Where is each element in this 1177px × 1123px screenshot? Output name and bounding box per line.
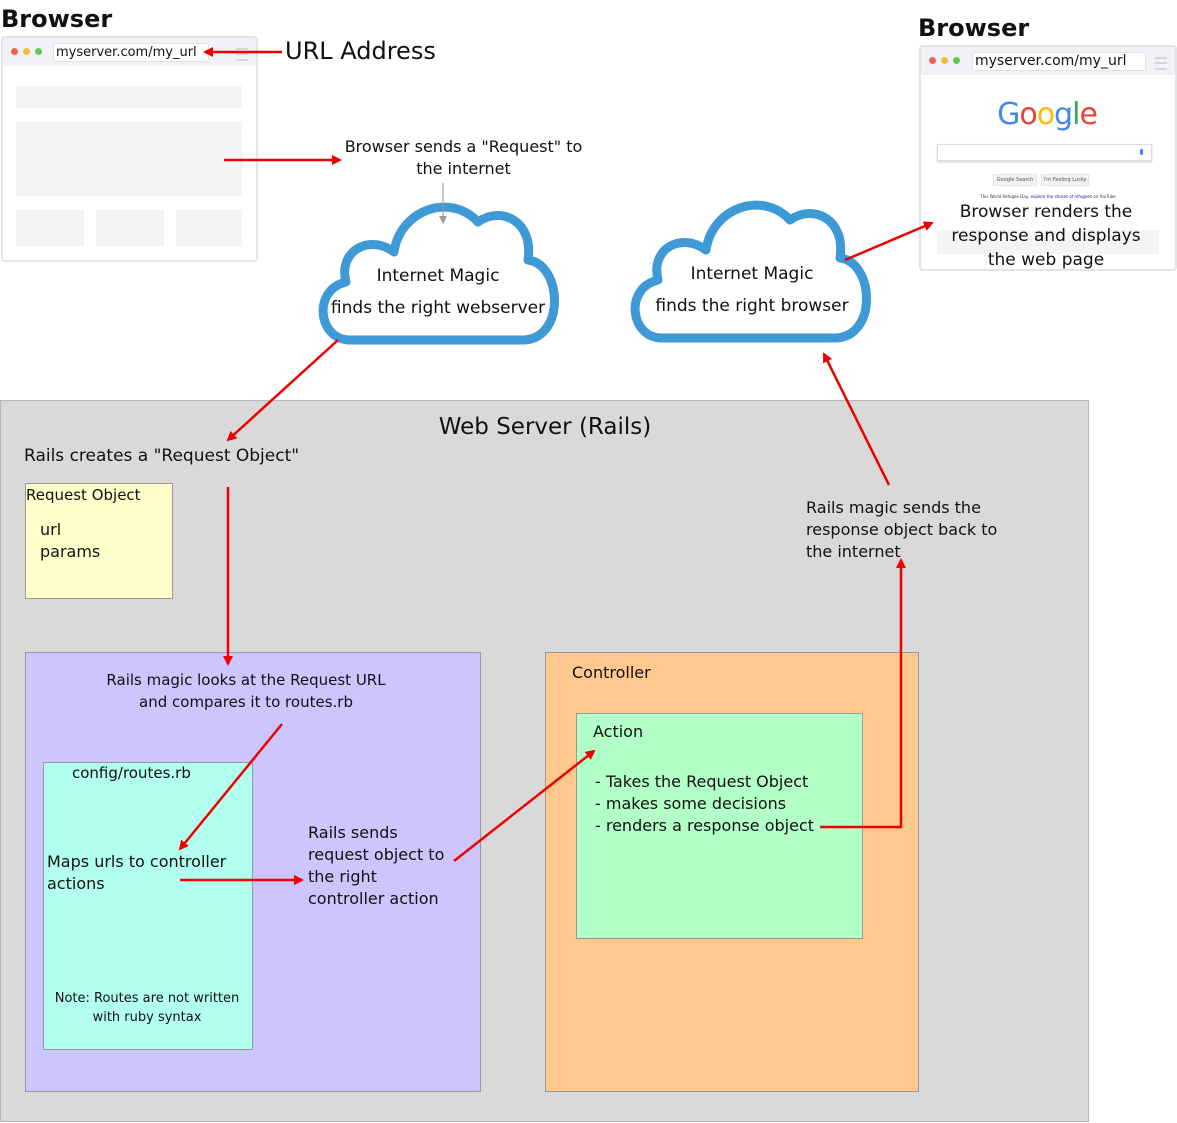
left-browser-window: myserver.com/my_url	[1, 36, 258, 262]
placeholder-bar	[16, 86, 242, 108]
footer-note-start: This World Refugee Day,	[980, 194, 1031, 199]
cloud-right-icon	[630, 200, 871, 343]
google-search-box[interactable]	[937, 144, 1152, 161]
placeholder-card	[96, 210, 164, 246]
cloud-right-line1: Internet Magic	[690, 264, 814, 284]
feeling-lucky-button[interactable]: I'm Feeling Lucky	[1041, 174, 1089, 186]
maximize-dot-icon	[35, 48, 42, 55]
logo-letter: o	[1036, 97, 1055, 132]
request-object-box	[25, 483, 173, 599]
left-browser-toolbar: myserver.com/my_url	[3, 38, 256, 66]
logo-letter: l	[1072, 97, 1080, 132]
google-footer-note: This World Refugee Day, explore the stor…	[921, 194, 1175, 200]
minimize-dot-icon	[941, 57, 948, 64]
action-step: - Takes the Request Object	[595, 772, 809, 791]
sends-caption: Rails sends request object to the right …	[308, 823, 445, 908]
routes-file-body: Maps urls to controller actions	[47, 852, 227, 893]
logo-letter: e	[1079, 97, 1097, 132]
right-browser-toolbar: myserver.com/my_url	[921, 47, 1175, 75]
cloud-right-line2: finds the right browser	[655, 296, 849, 316]
cloud-left-line1: Internet Magic	[376, 266, 500, 286]
right-browser-window: myserver.com/my_url Google Google Search…	[919, 45, 1177, 271]
close-dot-icon	[929, 57, 936, 64]
left-url-bar[interactable]: myserver.com/my_url	[53, 43, 209, 62]
google-logo: Google	[991, 97, 1103, 132]
action-step: - makes some decisions	[595, 794, 787, 813]
routes-file-title: config/routes.rb	[72, 764, 191, 782]
placeholder-block	[16, 122, 242, 196]
routes-note: Note: Routes are not written with ruby s…	[54, 991, 240, 1025]
menu-icon	[236, 48, 248, 61]
action-box	[576, 713, 863, 939]
microphone-icon	[1140, 149, 1143, 155]
logo-letter: o	[1019, 97, 1037, 132]
render-caption: Browser renders the response and display…	[951, 202, 1141, 270]
menu-icon	[1155, 57, 1167, 70]
right-url-bar[interactable]: myserver.com/my_url	[972, 52, 1146, 71]
cloud-left-line2: finds the right webserver	[330, 298, 546, 318]
url-address-label: URL Address	[285, 37, 436, 65]
action-step: - renders a response object	[595, 816, 815, 835]
logo-letter: g	[1054, 97, 1073, 132]
placeholder-card	[176, 210, 242, 246]
controller-title: Controller	[572, 663, 651, 682]
left-browser-heading: Browser	[1, 5, 113, 33]
routing-caption: Rails magic looks at the Request URL and…	[106, 671, 386, 711]
web-server-title: Web Server (Rails)	[438, 414, 652, 440]
footer-note-end: on YouTube	[1091, 194, 1116, 199]
request-field-url: url	[40, 520, 62, 539]
placeholder-card	[16, 210, 84, 246]
maximize-dot-icon	[953, 57, 960, 64]
request-field-params: params	[40, 542, 101, 561]
action-title: Action	[593, 722, 644, 741]
cloud-left-icon	[318, 202, 559, 345]
right-browser-heading: Browser	[918, 14, 1030, 42]
placeholder-strip	[937, 230, 1159, 254]
response-caption: Rails magic sends the response object ba…	[806, 498, 998, 561]
creates-request-caption: Rails creates a "Request Object"	[24, 446, 300, 466]
request-caption: Browser sends a "Request" to the interne…	[344, 137, 583, 178]
google-search-button[interactable]: Google Search	[993, 174, 1037, 186]
logo-letter: G	[997, 97, 1020, 132]
close-dot-icon	[11, 48, 18, 55]
request-object-title: Request Object	[26, 486, 141, 504]
minimize-dot-icon	[23, 48, 30, 55]
footer-note-link[interactable]: explore the stories of refugees	[1030, 194, 1092, 199]
